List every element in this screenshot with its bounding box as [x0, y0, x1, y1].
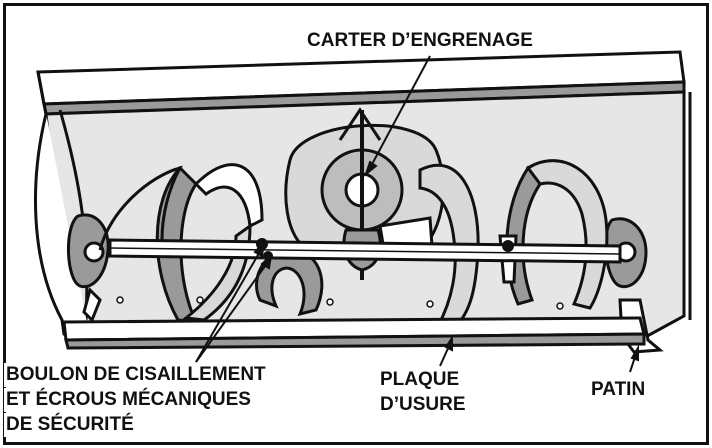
- skid-shoe-label: PATIN: [589, 378, 648, 402]
- left-side-plate: [34, 71, 110, 340]
- gearbox-label: CARTER D’ENGRENAGE: [305, 29, 535, 53]
- wear-plate-label-line2: D’USURE: [378, 393, 468, 417]
- gearbox-leader: [369, 55, 431, 169]
- wear-plate-label-line1: PLAQUE: [378, 368, 462, 392]
- gearbox-housing: [284, 107, 445, 280]
- shear-bolt-arrowhead-b: [260, 253, 273, 270]
- shear-bolt-label-line3: DE SÉCURITÉ: [4, 413, 136, 437]
- skid-shoe-arrowhead: [630, 344, 639, 362]
- wear-plate-arrowhead: [444, 334, 453, 352]
- shear-bolt-label-line1: BOULON DE CISAILLEMENT: [4, 363, 268, 387]
- shear-bolt-arrowhead-a: [253, 238, 266, 258]
- wear-plate: [62, 296, 646, 350]
- auger-shaft: [108, 238, 622, 264]
- shear-bolt-label-line2: ET ÉCROUS MÉCANIQUES: [4, 388, 253, 412]
- shear-bolt-leader-b: [195, 261, 269, 363]
- leader-lines: [195, 55, 639, 373]
- right-side-plate: [604, 217, 664, 354]
- shear-bolt-leader-a: [195, 247, 263, 363]
- diagram-border: [3, 3, 709, 445]
- gearbox-arrowhead: [363, 160, 378, 177]
